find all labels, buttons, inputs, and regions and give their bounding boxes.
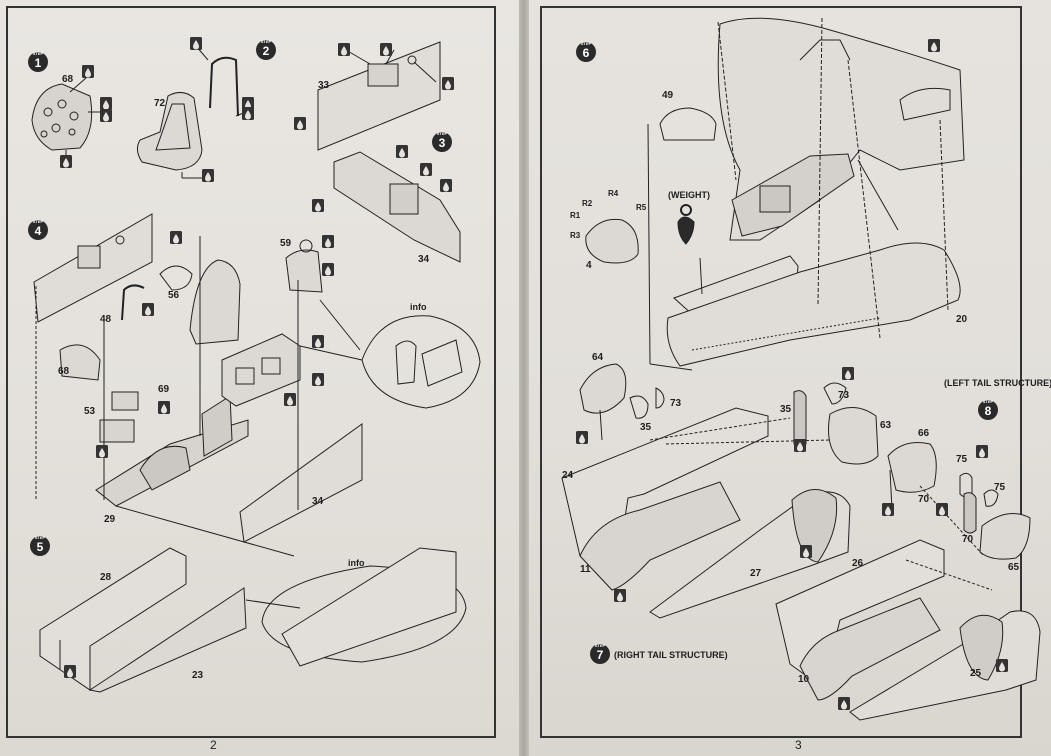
part-20: 20 [956,314,968,325]
step-badge-7: 7 [597,648,604,662]
part-72: 72 [154,98,166,109]
step-word-2: STEP [261,39,272,44]
part-63: 63 [880,420,892,431]
step-badge-8: 8 [985,404,992,418]
resistor-label-r4: R4 [608,189,619,198]
step-badges-left [28,40,452,556]
part-68-b: 68 [58,366,70,377]
info-label-1: info [410,302,427,312]
part-75-b: 75 [994,482,1006,493]
part-34: 34 [418,254,430,265]
part-75: 75 [956,454,968,465]
step-word-7: STEP [595,643,606,648]
resistor-label-r2: R2 [582,199,593,208]
resistor-label-r1: R1 [570,211,581,220]
step-1-diagram [31,77,102,160]
part-69: 69 [158,384,170,395]
part-56: 56 [168,290,180,301]
step-4-diagram [33,213,481,557]
part-35: 35 [640,422,652,433]
part-26: 26 [852,558,864,569]
page-right-border [540,6,1022,738]
resistor-label-r3: R3 [570,231,581,240]
step-word-5: STEP [35,535,46,540]
step-word-8: STEP [983,399,994,404]
part-34-b: 34 [312,496,324,507]
step-badge-3: 3 [439,136,446,150]
step-2-diagram [136,45,247,179]
part-49: 49 [662,90,674,101]
step-word-1: STEP [33,51,44,56]
step-7-diagram [561,363,879,619]
part-33: 33 [318,80,330,91]
part-11: 11 [580,564,591,575]
part-27: 27 [750,568,762,579]
part-10: 10 [798,674,810,685]
part-24: 24 [562,470,574,481]
part-70: 70 [918,494,930,505]
info-label-2: info [348,558,365,568]
weight-label: (WEIGHT) [668,190,710,200]
part-28: 28 [100,572,112,583]
step-badges-right [576,42,998,664]
left-tail-structure-label: (LEFT TAIL STRUCTURE) [944,378,1051,388]
part-64: 64 [592,352,604,363]
part-35-b: 35 [780,404,792,415]
part-23: 23 [192,670,204,681]
part-70-b: 70 [962,534,974,545]
part-66: 66 [918,428,930,439]
part-65: 65 [1008,562,1020,573]
part-29: 29 [104,514,116,525]
page-number-left: 2 [210,738,217,752]
page-left-border [6,6,496,738]
step-3-diagram [317,41,461,263]
step-badge-6: 6 [583,46,590,60]
step-badge-5: 5 [37,540,44,554]
step-word-3: STEP [437,131,448,136]
step-8-diagram [775,442,1041,721]
step-6-diagram [585,17,965,371]
step-badge-4: 4 [35,224,42,238]
part-4: 4 [586,260,592,271]
part-25: 25 [970,668,982,679]
binding-gutter [519,0,529,756]
part-68: 68 [62,74,74,85]
step-badge-2: 2 [263,44,270,58]
part-53: 53 [84,406,96,417]
resistor-label-r5: R5 [636,203,647,212]
right-tail-structure-label: (RIGHT TAIL STRUCTURE) [614,650,728,660]
page-number-right: 3 [795,738,802,752]
part-73-b: 73 [838,390,850,401]
part-48: 48 [100,314,112,325]
part-73: 73 [670,398,682,409]
step-badge-1: 1 [35,56,42,70]
part-59: 59 [280,238,292,249]
step-word-4: STEP [33,219,44,224]
step-5-diagram [39,547,467,693]
step-word-6: STEP [581,41,592,46]
